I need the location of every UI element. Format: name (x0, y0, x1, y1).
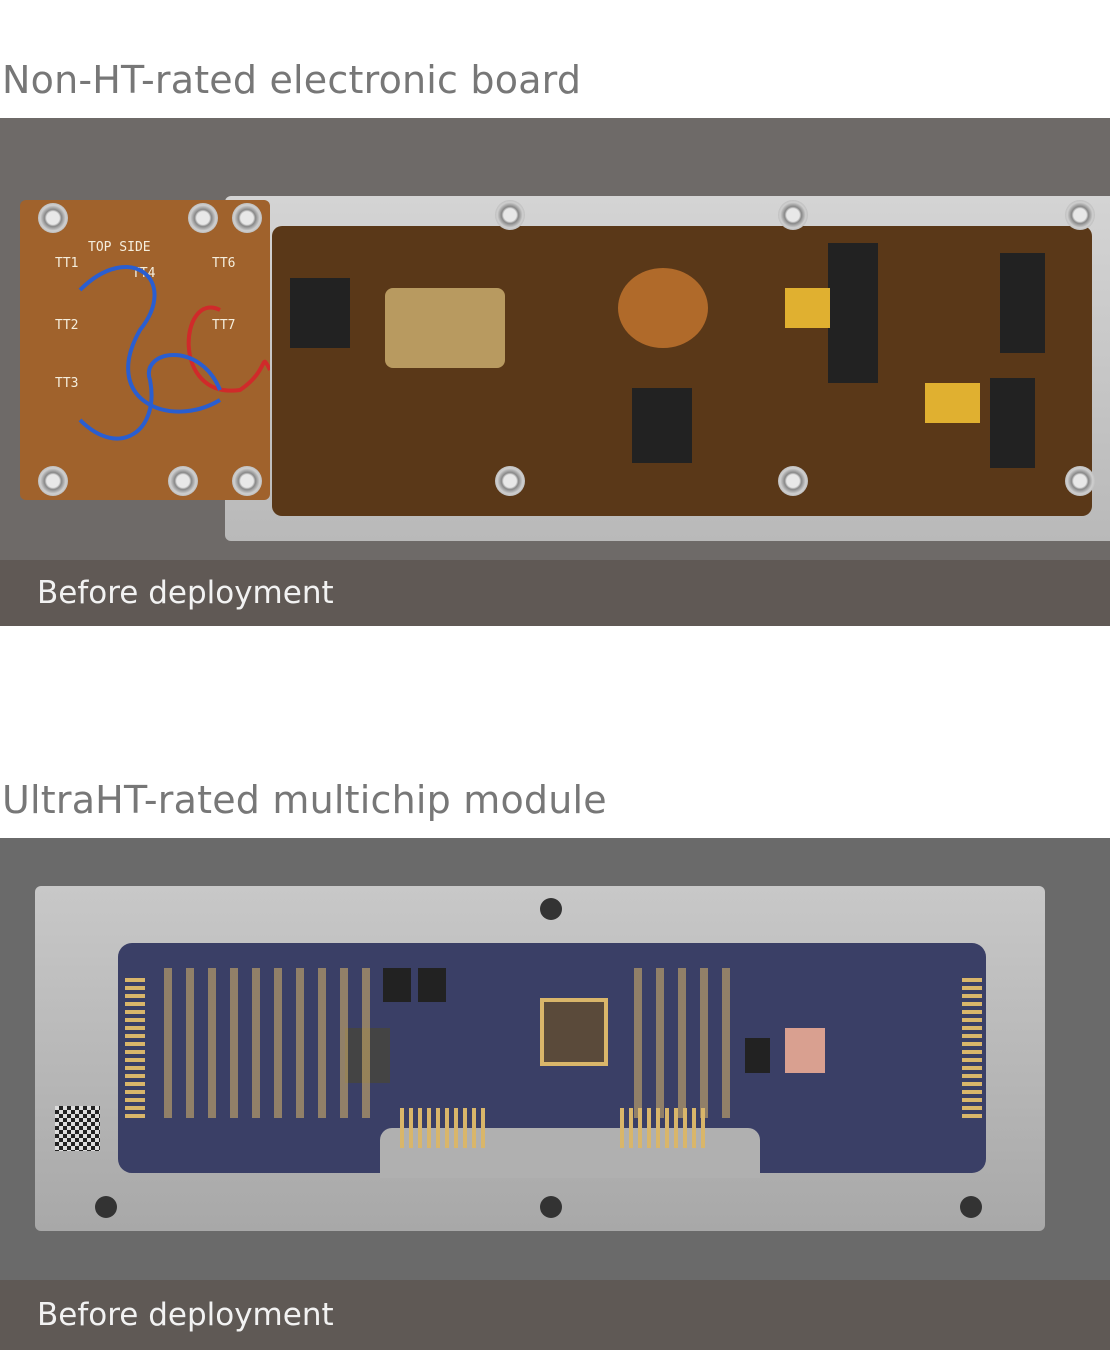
screw (38, 203, 68, 233)
photo-caption: Before deployment (0, 1280, 1110, 1350)
capacitor (785, 288, 830, 328)
capacitor (925, 383, 980, 423)
screw (495, 466, 525, 496)
gold-traces (150, 968, 380, 1118)
relay (385, 288, 505, 368)
screw (495, 200, 525, 230)
ic-chip (828, 243, 878, 383)
pcb-top-side: TOP SIDE TT1 TT4 TT6 TT2 TT7 TT3 (20, 200, 270, 500)
ic-chip (1000, 253, 1045, 353)
main-asic (540, 998, 608, 1066)
screw (188, 203, 218, 233)
mount-hole (540, 1196, 562, 1218)
die (785, 1028, 825, 1073)
screw (1065, 200, 1095, 230)
component-cavity (272, 226, 1092, 516)
mount-hole (95, 1196, 117, 1218)
die (418, 968, 446, 1002)
wires (78, 265, 270, 441)
photo-caption: Before deployment (0, 560, 1110, 626)
screw (168, 466, 198, 496)
transistor (632, 388, 692, 463)
mount-hole (540, 898, 562, 920)
datamatrix-code (55, 1106, 100, 1151)
photo-ultraht-module: Before deployment (0, 838, 1110, 1350)
wire-bonds (400, 1108, 490, 1148)
die (745, 1038, 770, 1073)
screw (232, 466, 262, 496)
bond-pads-left (125, 978, 145, 1118)
die (383, 968, 411, 1002)
photo-non-ht-board: TOP SIDE TT1 TT4 TT6 TT2 TT7 TT3 Before … (0, 118, 1110, 626)
screw (778, 466, 808, 496)
gold-traces (620, 968, 730, 1118)
screw (232, 203, 262, 233)
section-title-non-ht: Non-HT-rated electronic board (2, 58, 582, 102)
transistor (290, 278, 350, 348)
screw (778, 200, 808, 230)
mount-hole (960, 1196, 982, 1218)
ic-chip (990, 378, 1035, 468)
bond-pads-right (962, 978, 982, 1118)
screw (1065, 466, 1095, 496)
toroid-inductor (618, 268, 708, 348)
screw (38, 466, 68, 496)
section-title-ultraht: UltraHT-rated multichip module (2, 778, 607, 822)
